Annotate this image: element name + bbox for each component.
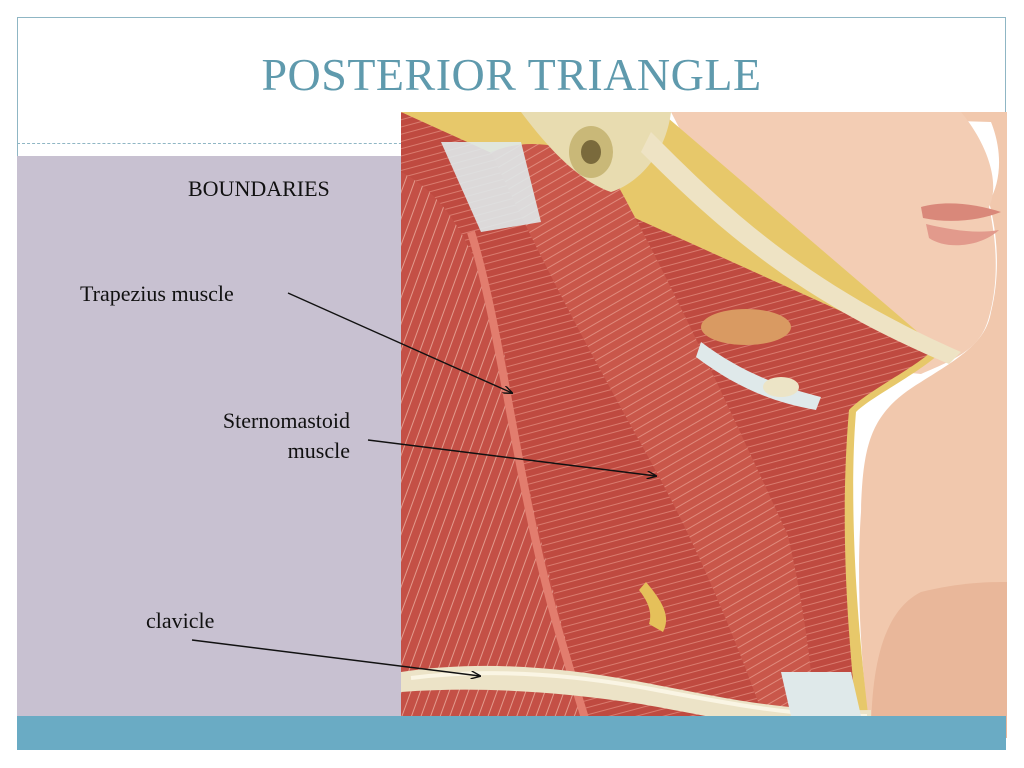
neck-anatomy-illustration bbox=[401, 112, 1007, 738]
hyoid-bone bbox=[763, 377, 799, 397]
bottom-accent-bar bbox=[17, 716, 1006, 750]
sternomastoid-label-line2: muscle bbox=[287, 438, 350, 463]
jaw-skin bbox=[671, 112, 996, 374]
submandibular-gland bbox=[701, 309, 791, 345]
sternomastoid-muscle bbox=[491, 143, 851, 738]
mastoid-tendon bbox=[441, 142, 541, 232]
left-panel bbox=[17, 156, 401, 716]
boundaries-heading: BOUNDARIES bbox=[188, 176, 330, 201]
lower-lip bbox=[926, 224, 999, 246]
sternomastoid-label-line1: Sternomastoid bbox=[222, 408, 350, 433]
trapezius-label: Trapezius muscle bbox=[80, 281, 234, 306]
lips bbox=[921, 203, 1001, 221]
title-divider bbox=[17, 143, 417, 144]
clavicle-bone bbox=[401, 665, 871, 733]
mandible bbox=[641, 132, 961, 364]
face-skin bbox=[671, 112, 1007, 738]
shoulder-skin bbox=[871, 582, 1007, 738]
omohyoid-accent bbox=[639, 582, 667, 632]
slide-title: POSTERIOR TRIANGLE bbox=[261, 49, 762, 100]
clavicle-label: clavicle bbox=[146, 608, 215, 633]
sternomastoid-label: Sternomastoid muscle bbox=[150, 406, 350, 466]
ear-canal-hole bbox=[581, 140, 601, 164]
strap-muscles bbox=[751, 412, 841, 672]
